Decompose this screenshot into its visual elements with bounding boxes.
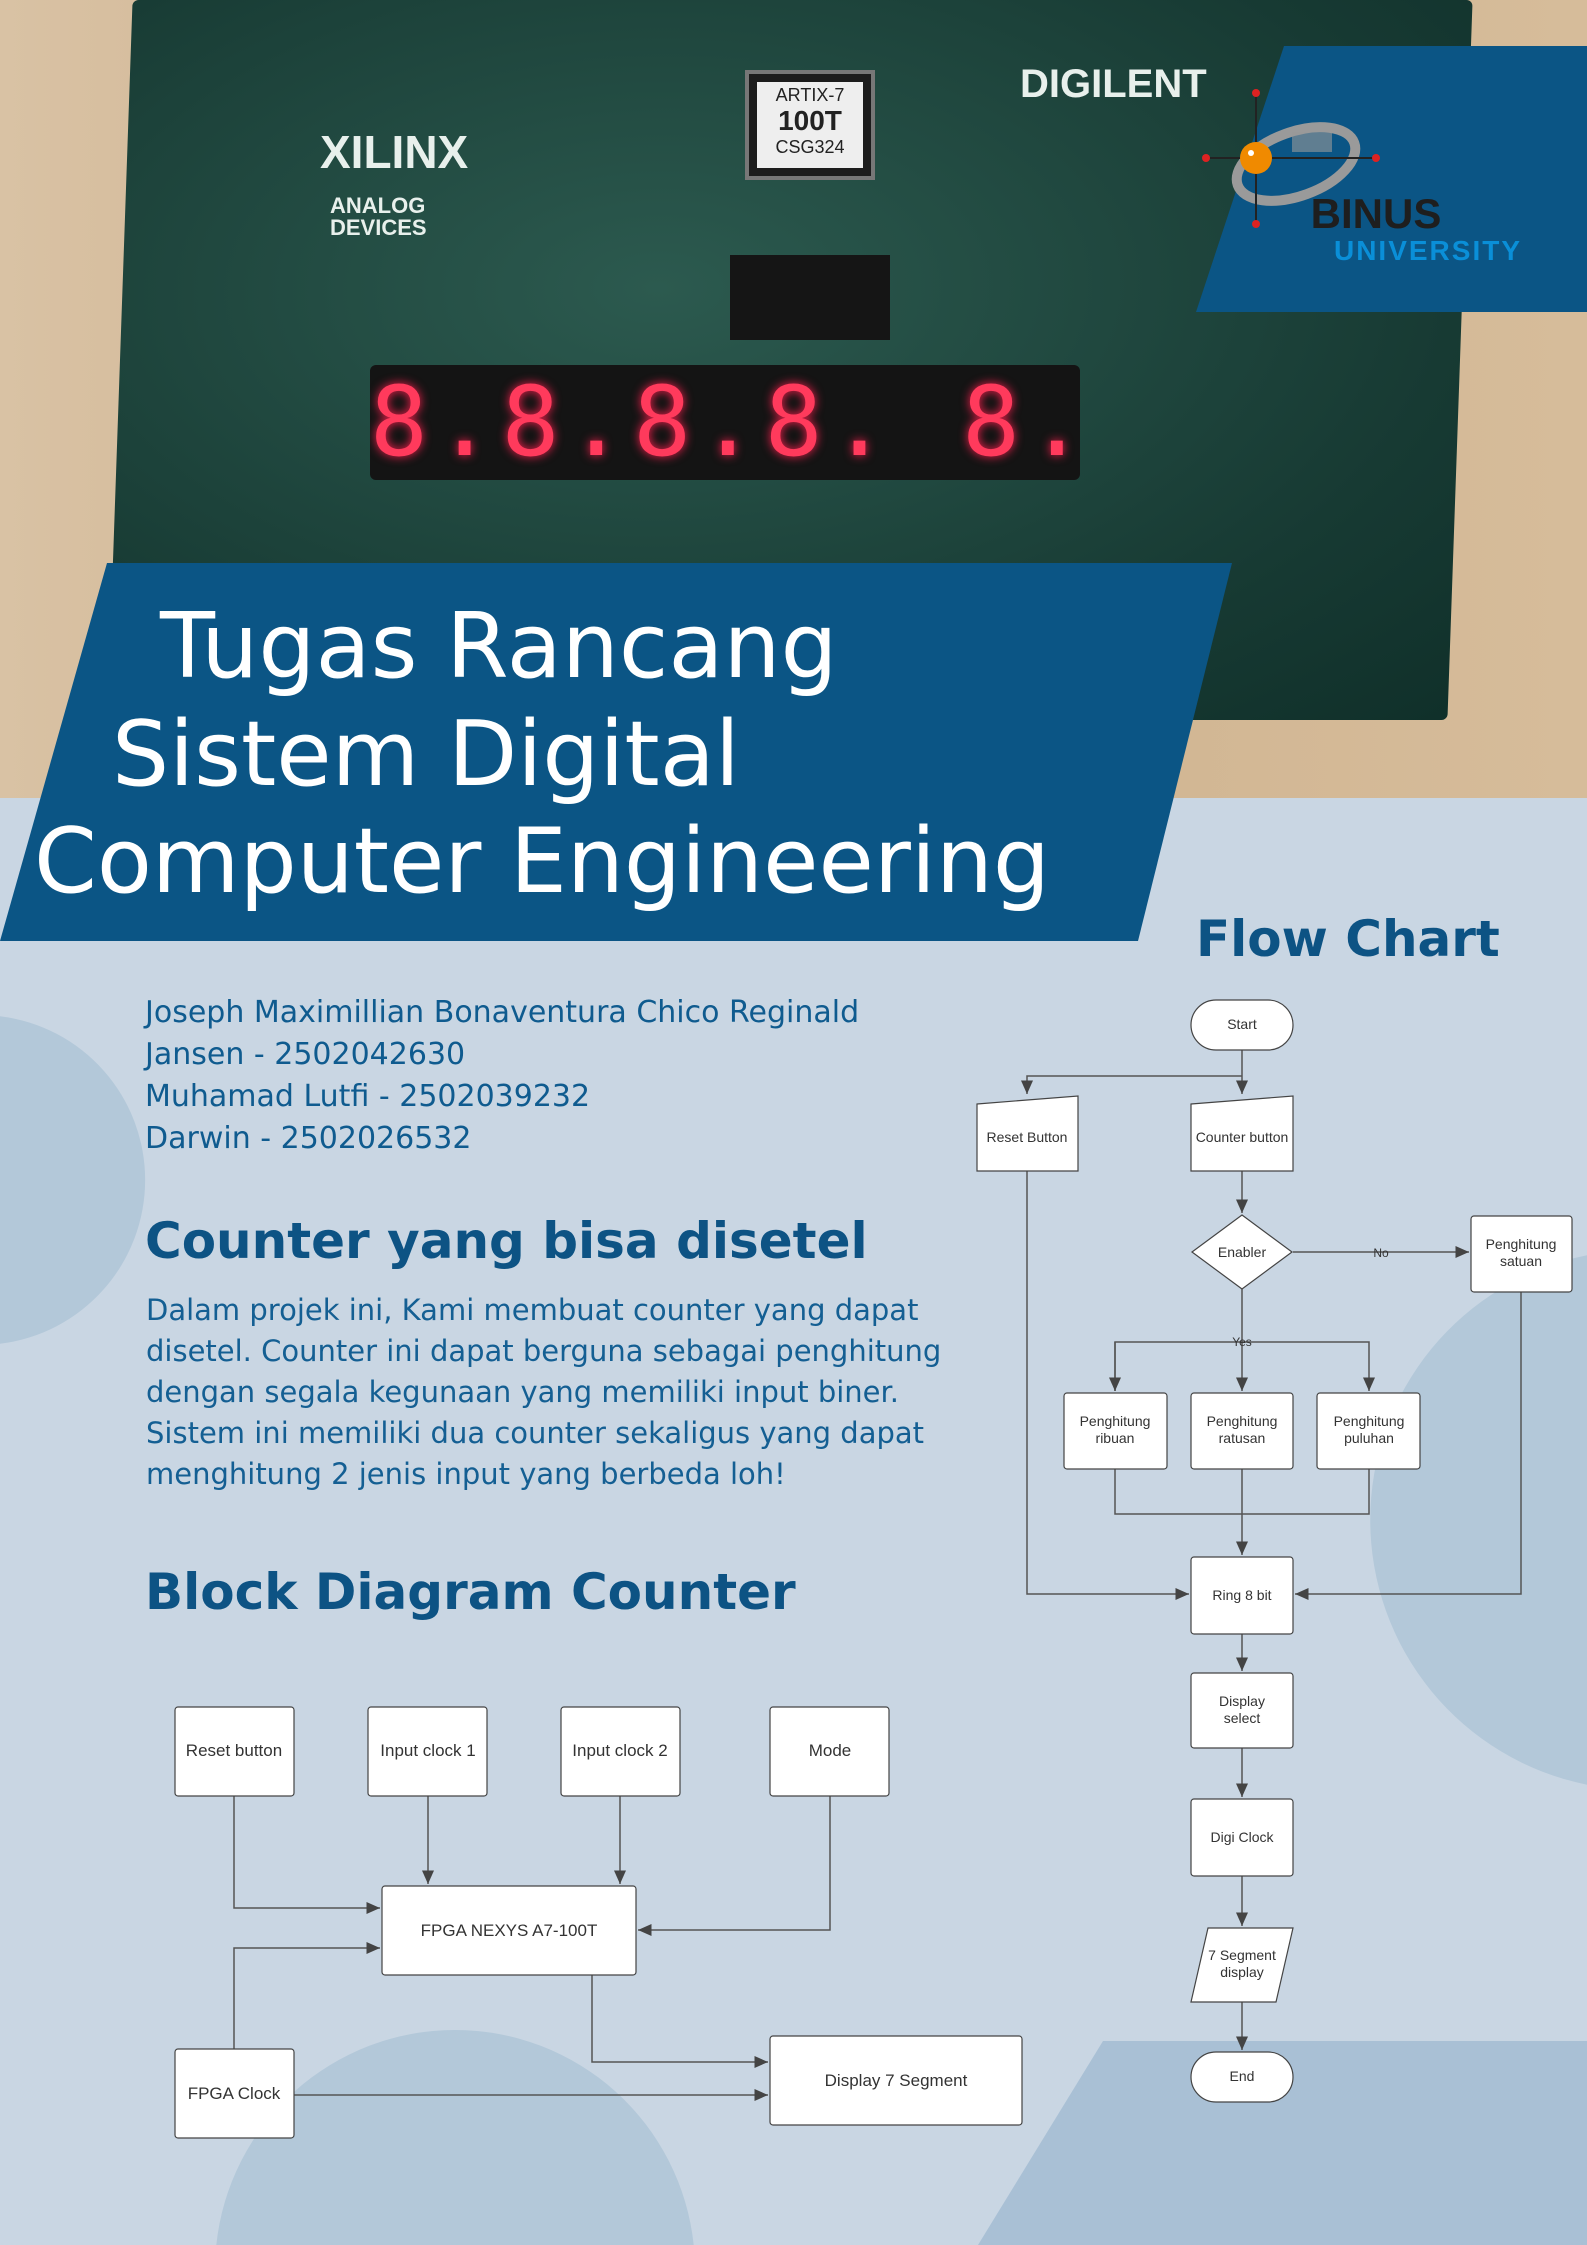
ring-8-bit-node [1190, 1556, 1294, 1635]
digi-clock-label: Digi Clock [1210, 1829, 1274, 1845]
penghitung-puluhan-node [1316, 1392, 1421, 1470]
fpga-clock-block [174, 2048, 295, 2139]
logo-subtitle: UNIVERSITY [1334, 235, 1522, 266]
input-clock-1-block [367, 1706, 488, 1797]
input-clock-1-label: Input clock 1 [380, 1741, 475, 1760]
yes-label: Yes [1232, 1335, 1252, 1349]
seven-seg-label-2: display [1220, 1964, 1264, 1980]
chip-model: 100T [778, 105, 842, 136]
chip-label: ARTIX-7 100T CSG324 [757, 82, 863, 168]
digilent-logo: DIGILENT [1020, 62, 1207, 106]
reset-button-label: Reset button [186, 1741, 282, 1760]
ratusan-label-2: ratusan [1219, 1430, 1266, 1446]
display-select-node [1190, 1672, 1294, 1749]
seven-segment-display-node [1190, 1927, 1294, 2003]
bg-trapezoid [978, 2041, 1587, 2245]
member-2: Jansen - 2502042630 [145, 1037, 466, 1072]
counter-button-input-node [1190, 1095, 1294, 1172]
mode-block [769, 1706, 890, 1797]
satuan-label-2: satuan [1500, 1253, 1542, 1269]
ring-label: Ring 8 bit [1212, 1587, 1271, 1603]
seven-seg-label-1: 7 Segment [1208, 1947, 1276, 1963]
reset-button-label: Reset Button [987, 1129, 1068, 1145]
fpga-clock-label: FPGA Clock [188, 2084, 281, 2103]
ratusan-label-1: Penghitung [1207, 1413, 1278, 1429]
display-select-label-2: select [1224, 1710, 1261, 1726]
member-1: Joseph Maximillian Bonaventura Chico Reg… [145, 995, 860, 1030]
end-label: End [1230, 2068, 1255, 2084]
seven-segment-display: 8.8.8.8. 8.8.8.8. [370, 365, 1080, 480]
puluhan-label-1: Penghitung [1334, 1413, 1405, 1429]
display-7-segment-label: Display 7 Segment [825, 2071, 968, 2090]
display-select-label-1: Display [1219, 1693, 1265, 1709]
digi-clock-node [1190, 1798, 1294, 1877]
flow-chart-heading: Flow Chart [1196, 910, 1500, 968]
counter-description: Dalam projek ini, Kami membuat counter y… [146, 1293, 942, 1491]
start-node [1190, 999, 1294, 1051]
xilinx-logo: XILINX [320, 126, 469, 178]
enabler-decision-node [1190, 1214, 1294, 1290]
puluhan-label-2: puluhan [1344, 1430, 1394, 1446]
fpga-block [381, 1885, 637, 1976]
end-node [1190, 2051, 1294, 2103]
input-clock-2-block [560, 1706, 681, 1797]
penghitung-satuan-node [1470, 1215, 1573, 1293]
bg-circle-left [0, 1016, 146, 1344]
penghitung-ribuan-node [1063, 1392, 1168, 1470]
mode-label: Mode [809, 1741, 852, 1760]
bg-circle-right [1370, 1255, 1587, 1785]
member-4: Darwin - 2502026532 [145, 1121, 472, 1156]
logo-name: BINUS [1311, 190, 1442, 237]
input-clock-2-label: Input clock 2 [572, 1741, 667, 1760]
display-7-segment-block [769, 2035, 1023, 2126]
ribuan-label-2: ribuan [1096, 1430, 1135, 1446]
analog-devices-logo: ANALOG DEVICES [330, 193, 427, 240]
counter-button-label: Counter button [1196, 1129, 1289, 1145]
bg-circle-bottom [216, 2029, 694, 2245]
counter-heading: Counter yang bisa disetel [145, 1212, 868, 1270]
chip-family: ARTIX-7 [775, 85, 845, 105]
reset-button-input-node [976, 1095, 1079, 1172]
title-banner [0, 563, 1232, 941]
member-3: Muhamad Lutfi - 2502039232 [145, 1079, 591, 1114]
binus-logo-mark [1202, 89, 1380, 228]
no-label: No [1373, 1246, 1389, 1260]
logo-panel: BINUS UNIVERSITY [1196, 46, 1587, 312]
reset-button-block [174, 1706, 295, 1797]
title-line-1: Tugas Rancang [160, 594, 838, 699]
satuan-label-1: Penghitung [1486, 1236, 1557, 1252]
start-label: Start [1227, 1016, 1257, 1032]
block-diagram-heading: Block Diagram Counter [145, 1563, 796, 1621]
fpga-label: FPGA NEXYS A7-100T [421, 1921, 598, 1940]
enabler-label: Enabler [1218, 1244, 1267, 1260]
penghitung-ratusan-node [1190, 1392, 1294, 1470]
memory-chip [730, 255, 890, 340]
title-line-2: Sistem Digital [112, 702, 740, 807]
ribuan-label-1: Penghitung [1080, 1413, 1151, 1429]
title-line-3: Computer Engineering [34, 809, 1051, 914]
chip-package: CSG324 [775, 137, 845, 157]
